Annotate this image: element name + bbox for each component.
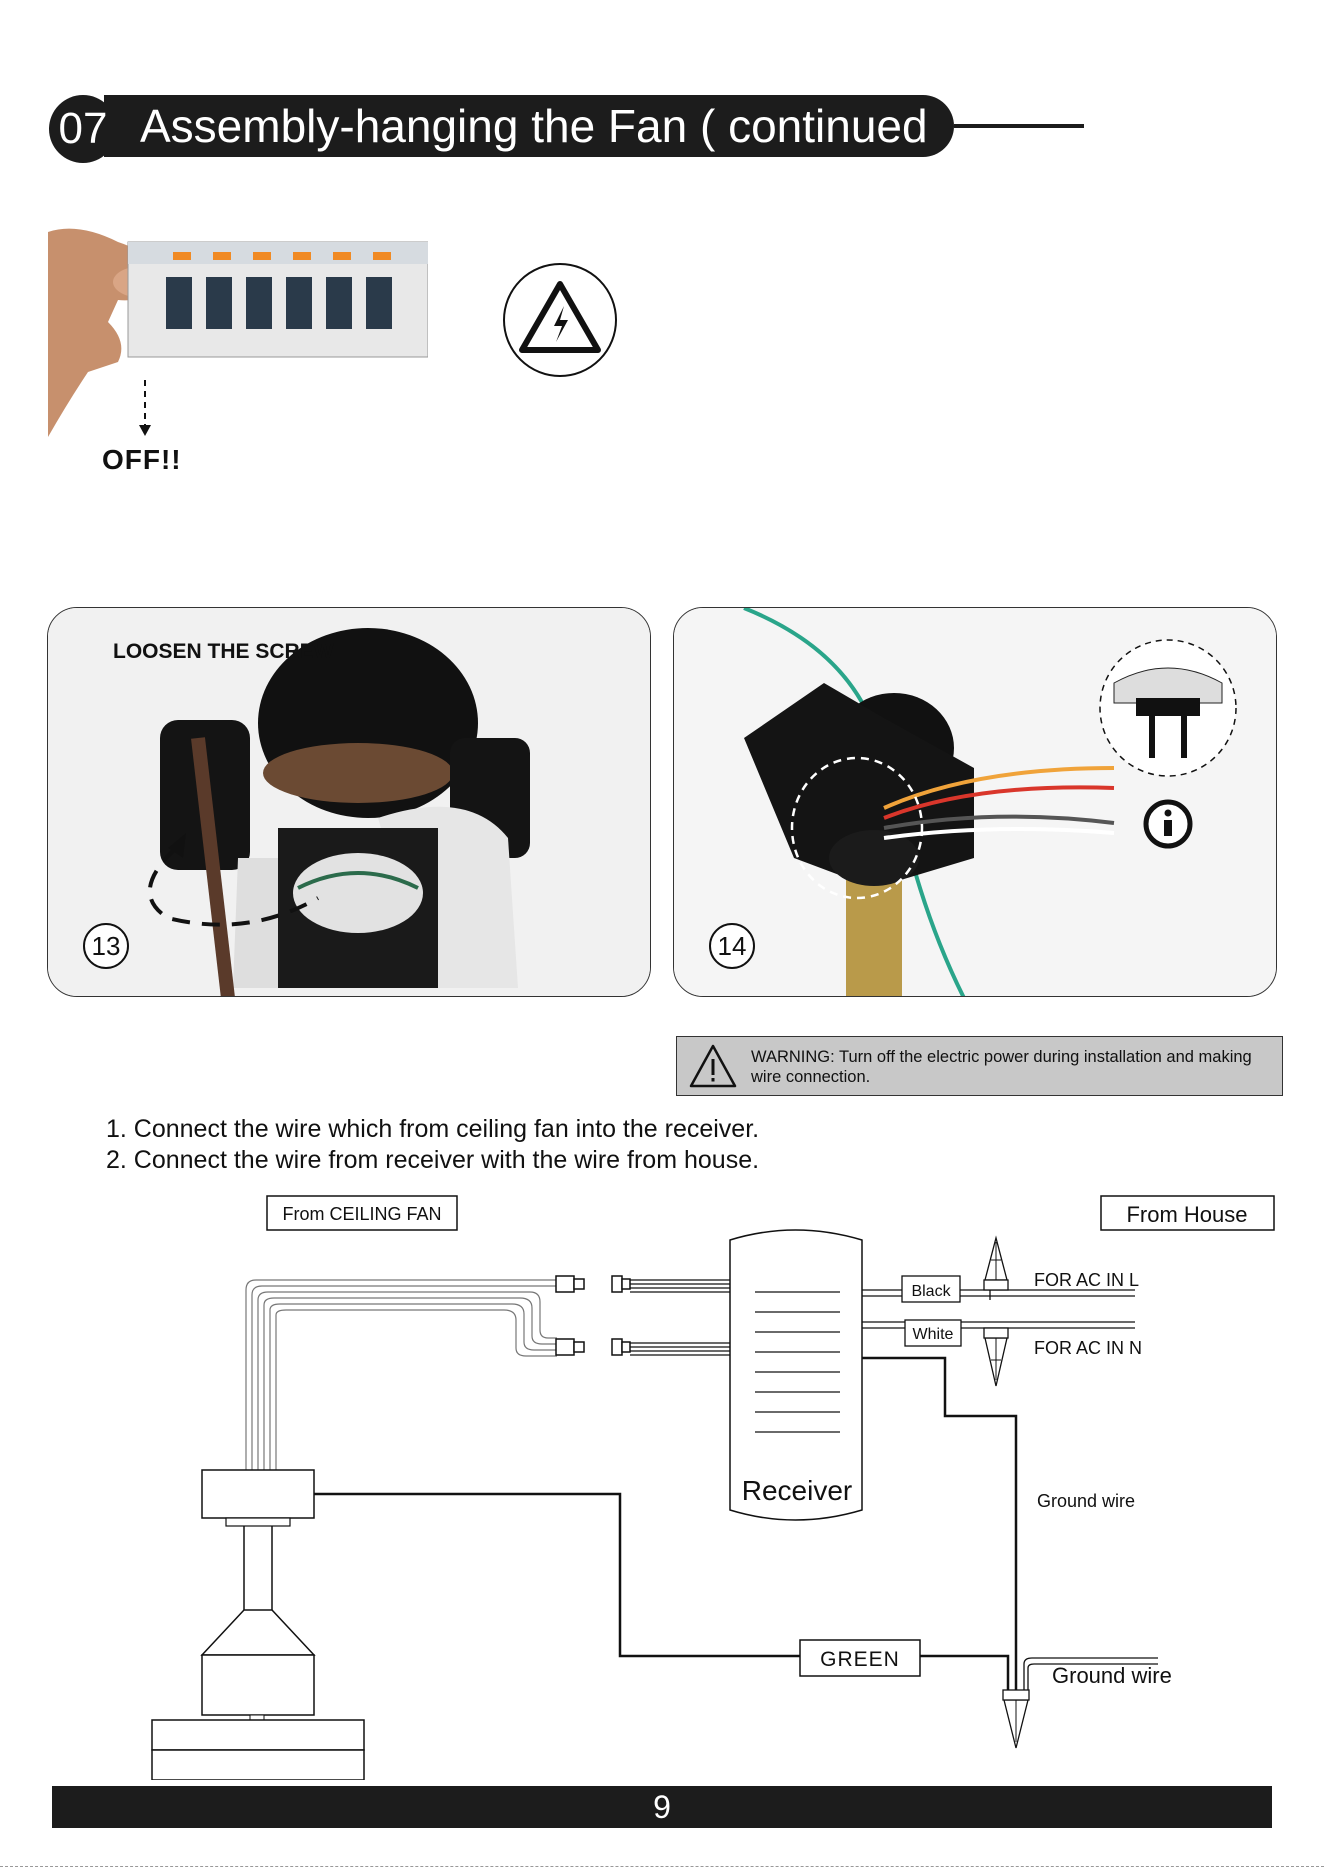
loosen-screw-photo — [48, 608, 650, 996]
receiver-label: Receiver — [742, 1475, 852, 1506]
warning-box: WARNING: Turn off the electric power dur… — [676, 1036, 1283, 1096]
off-label: OFF!! — [102, 444, 182, 475]
black-wire-label: Black — [911, 1283, 951, 1300]
ground-wire-label-2: Ground wire — [1052, 1663, 1172, 1688]
white-wire-label: White — [913, 1326, 954, 1343]
step-number-14: 14 — [709, 923, 755, 969]
header-rule — [954, 124, 1084, 128]
instruction-item: 2. Connect the wire from receiver with t… — [106, 1146, 760, 1174]
instruction-item: 1. Connect the wire which from ceiling f… — [106, 1115, 760, 1143]
circuit-breaker-image — [48, 222, 428, 437]
step-number-13-text: 13 — [92, 931, 121, 961]
ac-in-l-label: FOR AC IN L — [1034, 1270, 1139, 1290]
page-edge-rule — [0, 1866, 1324, 1867]
step-number-13: 13 — [83, 923, 129, 969]
instruction-list: 1. Connect the wire which from ceiling f… — [106, 1114, 759, 1176]
step-number-badge: 07 — [49, 95, 117, 163]
panel-caption: LOOSEN THE SCREW — [113, 640, 334, 663]
green-wire-label: GREEN — [820, 1648, 900, 1671]
wiring-diagram: From CEILING FAN From House — [151, 1195, 1275, 1780]
warning-triangle-icon — [689, 1044, 737, 1088]
ground-wire-label-1: Ground wire — [1037, 1491, 1135, 1511]
wire-connection-photo — [674, 608, 1276, 996]
from-house-label: From House — [1126, 1202, 1247, 1227]
ac-in-n-label: FOR AC IN N — [1034, 1338, 1142, 1358]
section-title-bar: Assembly-hanging the Fan ( continued ) — [104, 95, 954, 214]
warning-text: WARNING: Turn off the electric power dur… — [751, 1048, 1252, 1086]
from-ceiling-fan-label: From CEILING FAN — [282, 1204, 441, 1224]
photo-panel-13: LOOSEN THE SCREW 13 — [47, 607, 651, 997]
page-footer: 9 — [52, 1786, 1272, 1828]
electric-shock-warning-icon — [503, 263, 617, 377]
page-number: 9 — [653, 1789, 671, 1825]
section-title: Assembly-hanging the Fan ( continued ) — [140, 100, 928, 214]
step-number-14-text: 14 — [718, 931, 747, 961]
photo-panel-14: 14 — [673, 607, 1277, 997]
